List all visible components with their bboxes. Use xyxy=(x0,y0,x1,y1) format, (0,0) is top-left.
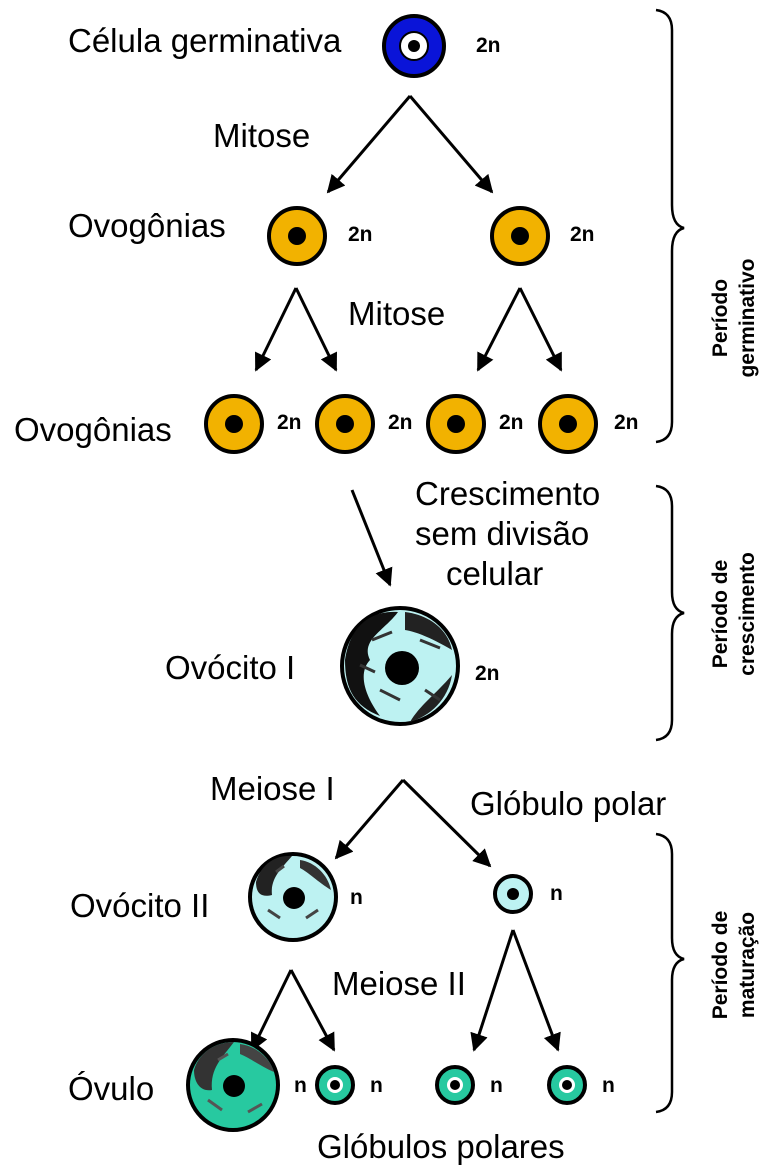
polar-body-a xyxy=(315,1065,355,1105)
oogonia-cell-1 xyxy=(267,206,327,266)
germ-cell xyxy=(382,14,446,78)
period-maturation-line1: Período de xyxy=(709,911,732,1020)
ploidy-polar-c: n xyxy=(602,1074,615,1097)
period-germinative-line2: germinativo xyxy=(736,258,759,377)
label-ovum: Óvulo xyxy=(68,1070,154,1107)
period-germinative-label: Período germinativo xyxy=(709,258,759,377)
label-polar-bodies: Glóbulos polares xyxy=(317,1128,565,1165)
ploidy-polar-b: n xyxy=(490,1074,503,1097)
polar-body-b xyxy=(435,1065,475,1105)
polar-body-c xyxy=(547,1065,587,1105)
label-meiosis-1: Meiose I xyxy=(210,770,335,807)
label-oocyte-2: Ovócito II xyxy=(70,887,209,924)
label-growth-line3: celular xyxy=(446,555,543,592)
first-polar-body xyxy=(493,874,533,914)
label-oocyte-1: Ovócito I xyxy=(165,649,295,686)
ploidy-oogonia-3: 2n xyxy=(277,411,302,434)
arrow-oogonia-right-to-d xyxy=(518,287,563,372)
ploidy-germ-cell: 2n xyxy=(476,34,501,57)
braces xyxy=(655,8,685,1114)
arrow-oocyte2-to-ovum xyxy=(250,969,293,1052)
label-mitosis-2: Mitose xyxy=(348,295,445,332)
period-maturation-label: Período de maturação xyxy=(709,911,759,1020)
label-oogonia-row1: Ovogônias xyxy=(68,207,226,244)
label-growth-line1: Crescimento xyxy=(415,475,600,512)
ploidy-polar-body: n xyxy=(550,882,563,905)
arrow-oogonia-right-to-c xyxy=(476,287,522,372)
ploidy-oogonia-6: 2n xyxy=(614,411,639,434)
oogonia-cell-6 xyxy=(538,394,598,454)
label-polar-body: Glóbulo polar xyxy=(470,785,666,822)
ploidy-ovum: n xyxy=(294,1074,307,1097)
arrow-oocyte1-to-oocyte2 xyxy=(334,779,405,860)
ploidy-oogonia-1: 2n xyxy=(348,223,373,246)
oogonia-cell-3 xyxy=(204,394,264,454)
label-germ-cell: Célula germinativa xyxy=(68,22,342,59)
ploidy-oogonia-4: 2n xyxy=(388,411,413,434)
oogonia-cell-5 xyxy=(426,394,486,454)
arrow-growth xyxy=(350,489,393,587)
brace-germinative xyxy=(655,8,685,444)
ploidy-oogonia-2: 2n xyxy=(570,223,595,246)
period-growth-label: Período de crescimento xyxy=(709,552,759,676)
ovum xyxy=(186,1038,280,1132)
secondary-oocyte xyxy=(248,852,338,942)
primary-oocyte xyxy=(340,606,460,726)
arrow-oocyte1-to-polar-body xyxy=(401,778,492,868)
brace-growth xyxy=(655,484,685,742)
ploidy-polar-a: n xyxy=(370,1074,383,1097)
arrow-oogonia-left-to-a xyxy=(254,287,298,372)
ploidy-oogonia-5: 2n xyxy=(499,411,524,434)
arrow-polar-to-polar-c xyxy=(511,929,561,1052)
arrow-germ-to-oogonia-right xyxy=(408,95,494,194)
arrow-oocyte2-to-polar-a xyxy=(289,969,336,1052)
arrow-polar-to-polar-b xyxy=(470,929,515,1052)
arrow-germ-to-oogonia-left xyxy=(326,95,412,194)
ploidy-oocyte-2: n xyxy=(350,886,363,909)
brace-maturation xyxy=(655,832,685,1114)
label-oogonia-row2: Ovogônias xyxy=(14,411,172,448)
oogonia-cell-4 xyxy=(315,394,375,454)
period-germinative-line1: Período xyxy=(709,279,732,357)
arrow-oogonia-left-to-b xyxy=(294,287,338,372)
label-mitosis-1: Mitose xyxy=(213,117,310,154)
label-growth-line2: sem divisão xyxy=(415,515,589,552)
ploidy-oocyte-1: 2n xyxy=(475,662,500,685)
label-meiosis-2: Meiose II xyxy=(332,965,466,1002)
period-maturation-line2: maturação xyxy=(736,912,759,1018)
oogonia-cell-2 xyxy=(490,206,550,266)
period-growth-line2: crescimento xyxy=(736,552,759,676)
period-growth-line1: Período de xyxy=(709,560,732,669)
arrows xyxy=(250,95,563,1052)
